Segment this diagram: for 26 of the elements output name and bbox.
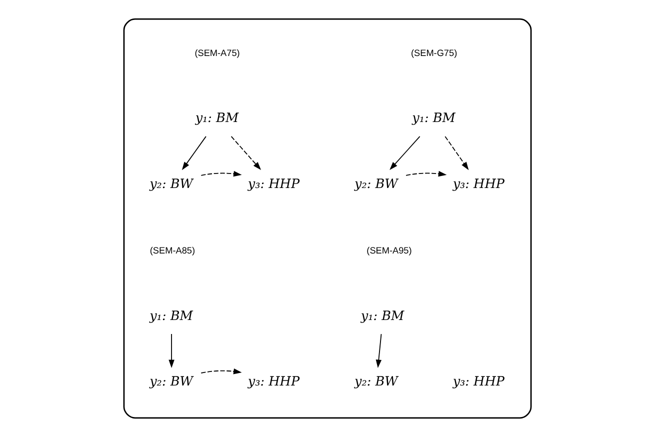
arrow — [389, 136, 420, 170]
arrow — [405, 170, 446, 177]
label: (SEM-A75) — [194, 48, 240, 58]
node-text: y₂: BW — [149, 374, 192, 390]
label: (SEM-A85) — [149, 246, 195, 256]
node-text: y₂: BW — [354, 374, 398, 390]
node-text: y₃: HHP — [452, 177, 504, 192]
node-text: y₁: BM — [194, 111, 238, 126]
arrow — [230, 136, 261, 170]
node-text: y₃: HHP — [247, 374, 300, 390]
arrow — [375, 334, 382, 368]
node-text: y₃: HHP — [452, 374, 504, 390]
cluster — [122, 18, 532, 419]
node-text: y₂: BW — [149, 177, 192, 192]
arrow — [168, 334, 174, 368]
node-text: y₁: BM — [412, 111, 455, 126]
label: (SEM-G75) — [410, 48, 457, 58]
arrow — [200, 170, 242, 177]
arrow — [444, 136, 468, 170]
node-text: y₃: HHP — [247, 177, 300, 192]
node-text: y₁: BM — [360, 308, 404, 324]
node-text: y₁: BM — [149, 308, 192, 324]
node-text: y₂: BW — [354, 177, 398, 192]
arrow — [200, 368, 242, 374]
arrow — [181, 136, 206, 170]
label: (SEM-A95) — [366, 246, 412, 256]
